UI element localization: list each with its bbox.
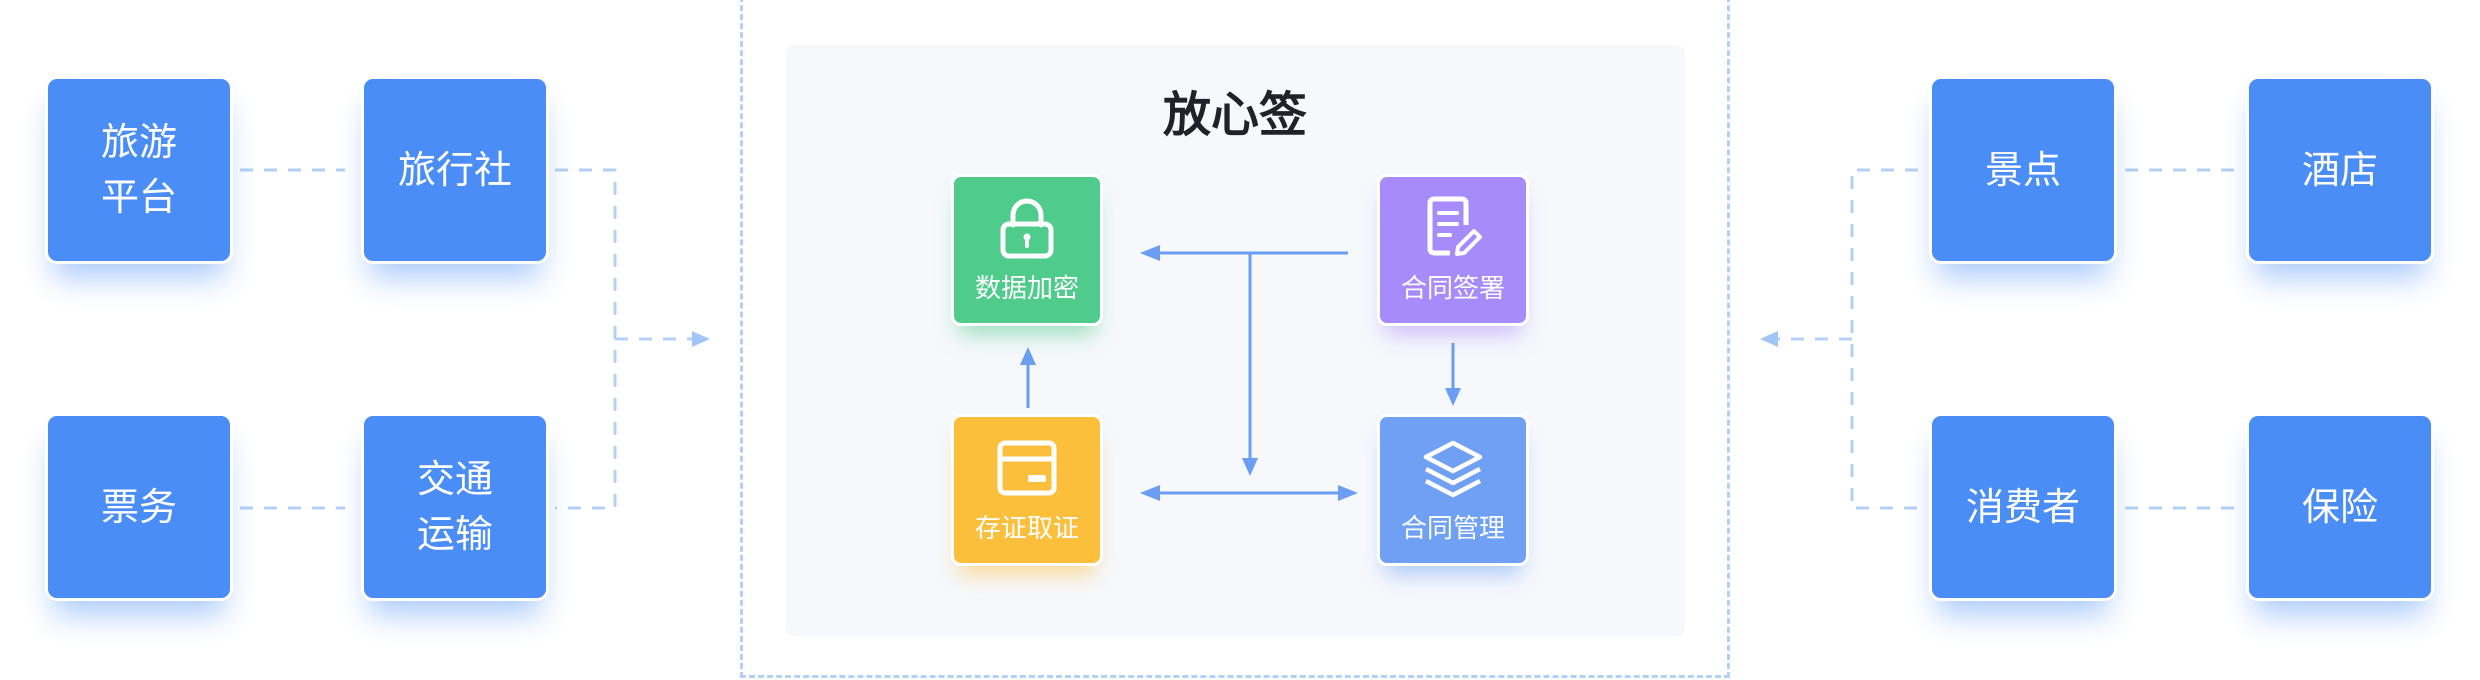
arrowhead-encrypt-up bbox=[1020, 347, 1036, 365]
layers-icon bbox=[1423, 440, 1483, 498]
arrowhead-encrypt bbox=[1140, 245, 1160, 261]
document-sign-icon bbox=[1427, 196, 1482, 256]
platform-panel bbox=[785, 45, 1685, 637]
lock-icon bbox=[1000, 198, 1054, 259]
module-data-encryption: 数据加密 bbox=[951, 174, 1103, 326]
module-label: 存证取证 bbox=[974, 514, 1079, 544]
left-entry-arrowhead bbox=[692, 331, 710, 347]
connector-right-bracket bbox=[1850, 168, 1918, 510]
platform-frame bbox=[740, 0, 1730, 678]
node-travel-agency: 旅行社 bbox=[361, 76, 549, 264]
node-transport: 交通 运输 bbox=[361, 413, 549, 601]
module-evidence: 存证取证 bbox=[951, 414, 1103, 566]
module-label: 合同管理 bbox=[1400, 514, 1505, 544]
module-contract-management: 合同管理 bbox=[1377, 414, 1529, 566]
right-entry-arrowhead bbox=[1760, 331, 1778, 347]
node-hotel: 酒店 bbox=[2246, 76, 2434, 264]
platform-title: 放心签 bbox=[1162, 87, 1307, 143]
arrowhead-branch bbox=[1242, 458, 1258, 476]
node-ticketing: 票务 bbox=[45, 413, 233, 601]
module-label: 合同签署 bbox=[1400, 274, 1505, 304]
node-consumer: 消费者 bbox=[1929, 413, 2117, 601]
arrowhead-manage-down bbox=[1445, 388, 1461, 406]
node-scenic-spot: 景点 bbox=[1929, 76, 2117, 264]
node-insurance: 保险 bbox=[2246, 413, 2434, 601]
arrowhead-evidence-left bbox=[1140, 485, 1160, 501]
module-label: 数据加密 bbox=[974, 274, 1079, 304]
card-icon bbox=[997, 440, 1057, 496]
arrowhead-manage-right bbox=[1338, 485, 1358, 501]
module-contract-signing: 合同签署 bbox=[1377, 174, 1529, 326]
node-travel-platform: 旅游 平台 bbox=[45, 76, 233, 264]
